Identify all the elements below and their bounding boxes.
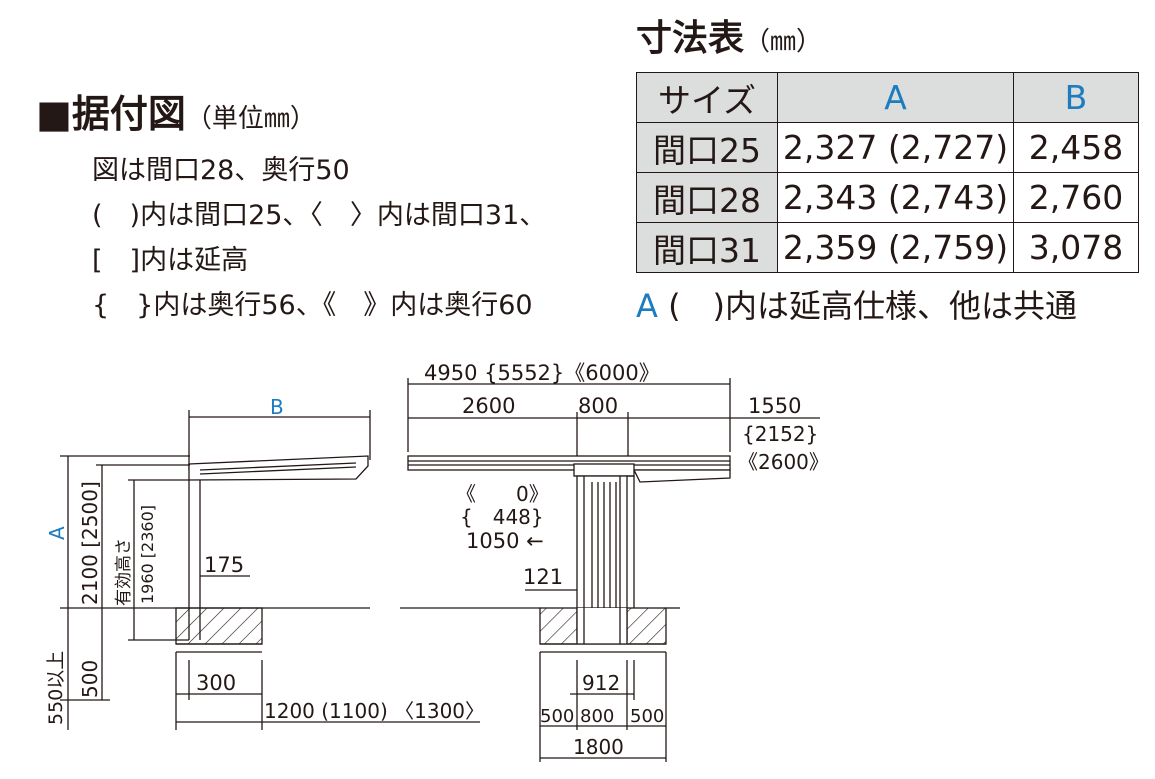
table-cell-size: 間口28 bbox=[636, 172, 778, 223]
table-note-letter: A bbox=[636, 287, 658, 325]
front-dim-500b: 500 bbox=[630, 706, 664, 727]
table-cell-b: 3,078 bbox=[1013, 222, 1139, 273]
front-dim-1050: 1050 ← bbox=[466, 529, 544, 553]
table-cell-a: 2,343 (2,743) bbox=[777, 172, 1014, 223]
front-dim-2600: 2600 bbox=[462, 394, 515, 418]
side-dim-175: 175 bbox=[204, 553, 244, 577]
table-header-row: サイズ A B bbox=[636, 72, 1139, 123]
install-unit: （単位㎜） bbox=[185, 104, 316, 134]
install-note-3: [ ]内は延高 bbox=[92, 245, 249, 276]
table-cell-a: 2,327 (2,727) bbox=[777, 122, 1014, 173]
table-note-text: ( )内は延高仕様、他は共通 bbox=[668, 287, 1078, 325]
front-dim-800b: 800 bbox=[580, 706, 614, 727]
dimension-table-title-text: 寸法表 bbox=[636, 18, 745, 59]
install-note-2: ( )内は間口25、〈 〉内は間口31、 bbox=[92, 200, 547, 231]
side-label-b: B bbox=[270, 395, 284, 419]
front-dim-800: 800 bbox=[578, 394, 618, 418]
table-row: 間口28 2,343 (2,743) 2,760 bbox=[636, 172, 1139, 223]
front-dim-1800: 1800 bbox=[573, 735, 624, 759]
table-cell-size: 間口31 bbox=[636, 222, 778, 273]
front-dim-912: 912 bbox=[582, 671, 620, 695]
front-dim-2600b: 《2600》 bbox=[738, 450, 829, 474]
side-dim-effective: 1960 [2360] bbox=[138, 505, 157, 604]
install-note-4: { }内は奥行56、《 》内は奥行60 bbox=[92, 290, 533, 321]
table-header-size: サイズ bbox=[636, 72, 778, 123]
front-dim-500a: 500 bbox=[540, 706, 574, 727]
install-note-1: 図は間口28、奥行50 bbox=[92, 155, 350, 186]
table-cell-size: 間口25 bbox=[636, 122, 778, 173]
dimension-table-unit: （㎜） bbox=[744, 27, 823, 57]
front-dim-448: { 448} bbox=[460, 505, 544, 529]
table-row: 間口31 2,359 (2,759) 3,078 bbox=[636, 222, 1139, 273]
table-cell-b: 2,760 bbox=[1013, 172, 1139, 223]
front-dim-121: 121 bbox=[523, 565, 563, 589]
side-dim-height: 2100 [2500] bbox=[78, 481, 102, 605]
side-dim-550: 550以上 bbox=[45, 651, 67, 725]
table-cell-b: 2,458 bbox=[1013, 122, 1139, 173]
side-effective-label: 有効高さ bbox=[114, 538, 134, 606]
front-dim-2152: {2152} bbox=[742, 422, 818, 446]
front-dim-1550: 1550 bbox=[748, 394, 801, 418]
front-dim-0: 《 0》 bbox=[456, 482, 549, 506]
table-note: A ( )内は延高仕様、他は共通 bbox=[636, 284, 1077, 328]
side-dim-300: 300 bbox=[196, 671, 236, 695]
dimension-table: サイズ A B 間口25 2,327 (2,727) 2,458 間口28 2,… bbox=[636, 72, 1139, 273]
side-dim-500: 500 bbox=[78, 660, 102, 698]
side-label-a: A bbox=[45, 526, 69, 540]
front-view bbox=[400, 378, 820, 762]
front-dim-total: 4950 {5552}《6000》 bbox=[424, 361, 660, 385]
table-row: 間口25 2,327 (2,727) 2,458 bbox=[636, 122, 1139, 173]
table-header-b: B bbox=[1013, 72, 1139, 123]
side-view bbox=[60, 410, 480, 730]
table-cell-a: 2,359 (2,759) bbox=[777, 222, 1014, 273]
dimension-table-title: 寸法表（㎜） bbox=[636, 16, 822, 65]
side-dim-1200: 1200 (1100) 〈1300〉 bbox=[264, 699, 485, 723]
install-title: ■据付図（単位㎜） bbox=[36, 92, 316, 141]
install-title-text: ■据付図 bbox=[36, 92, 186, 136]
